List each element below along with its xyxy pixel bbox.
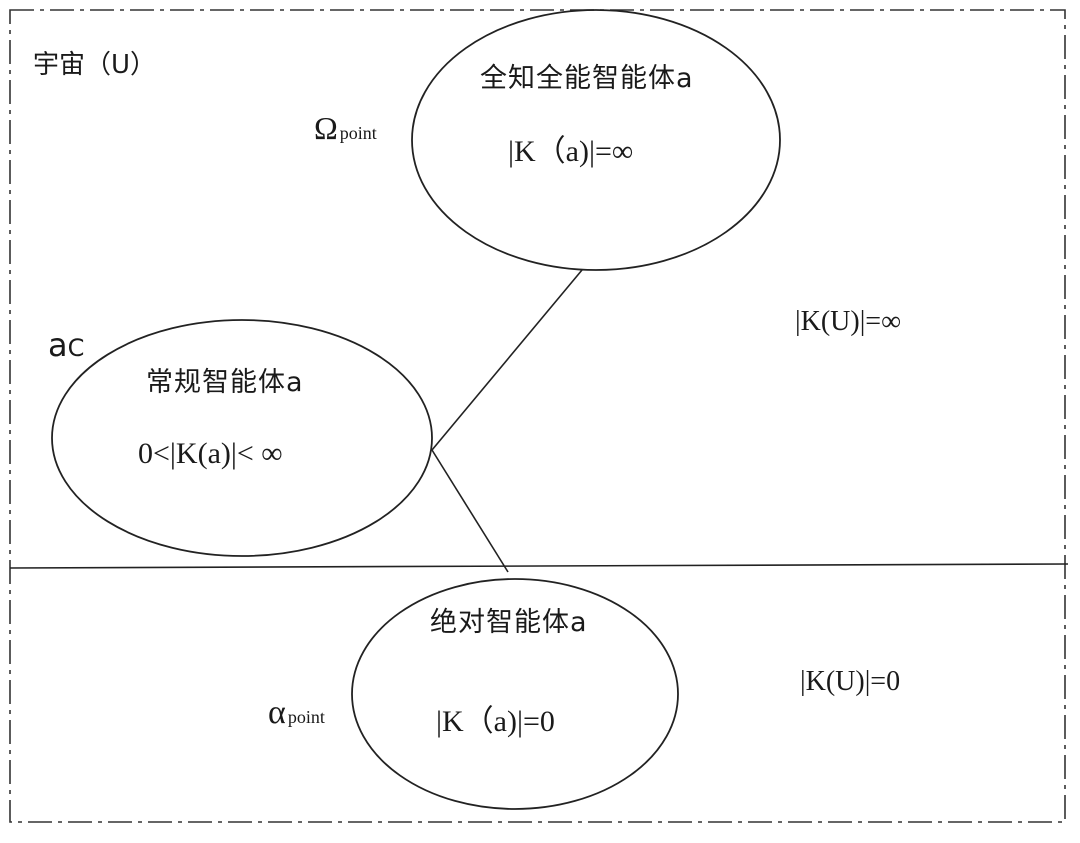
universe-label: 宇宙（U）	[33, 50, 157, 80]
absolute-agent-formula: |K（a)|=0	[436, 705, 555, 738]
top-region-formula: |K(U)|=∞	[795, 306, 902, 337]
omniscient-agent-ellipse	[411, 9, 781, 271]
omniscient-agent-formula: |K（a)|=∞	[508, 135, 634, 168]
alpha-point-symbol: α	[268, 694, 286, 731]
omniscient-agent-title: 全知全能智能体a	[480, 63, 694, 94]
connector-conventional-to-absolute	[431, 449, 509, 573]
region-divider	[9, 563, 1069, 569]
bottom-region-formula: |K(U)|=0	[800, 666, 901, 697]
connector-conventional-to-omniscient	[431, 269, 583, 451]
conventional-agent-title: 常规智能体a	[146, 367, 304, 398]
absolute-agent-title: 绝对智能体a	[430, 607, 588, 638]
conventional-agent-formula: 0<|K(a)|< ∞	[138, 437, 283, 470]
universe-boundary	[9, 9, 1066, 823]
ac-point-subscript: C	[67, 334, 85, 362]
omega-point-subscript: point	[339, 123, 377, 143]
omega-point-symbol: Ω	[314, 110, 338, 146]
absolute-agent-ellipse	[351, 578, 679, 810]
ac-point-symbol: a	[48, 326, 68, 364]
conventional-agent-ellipse	[51, 319, 433, 557]
ac-point-label: aC	[48, 326, 84, 364]
alpha-point-subscript: point	[287, 707, 325, 727]
